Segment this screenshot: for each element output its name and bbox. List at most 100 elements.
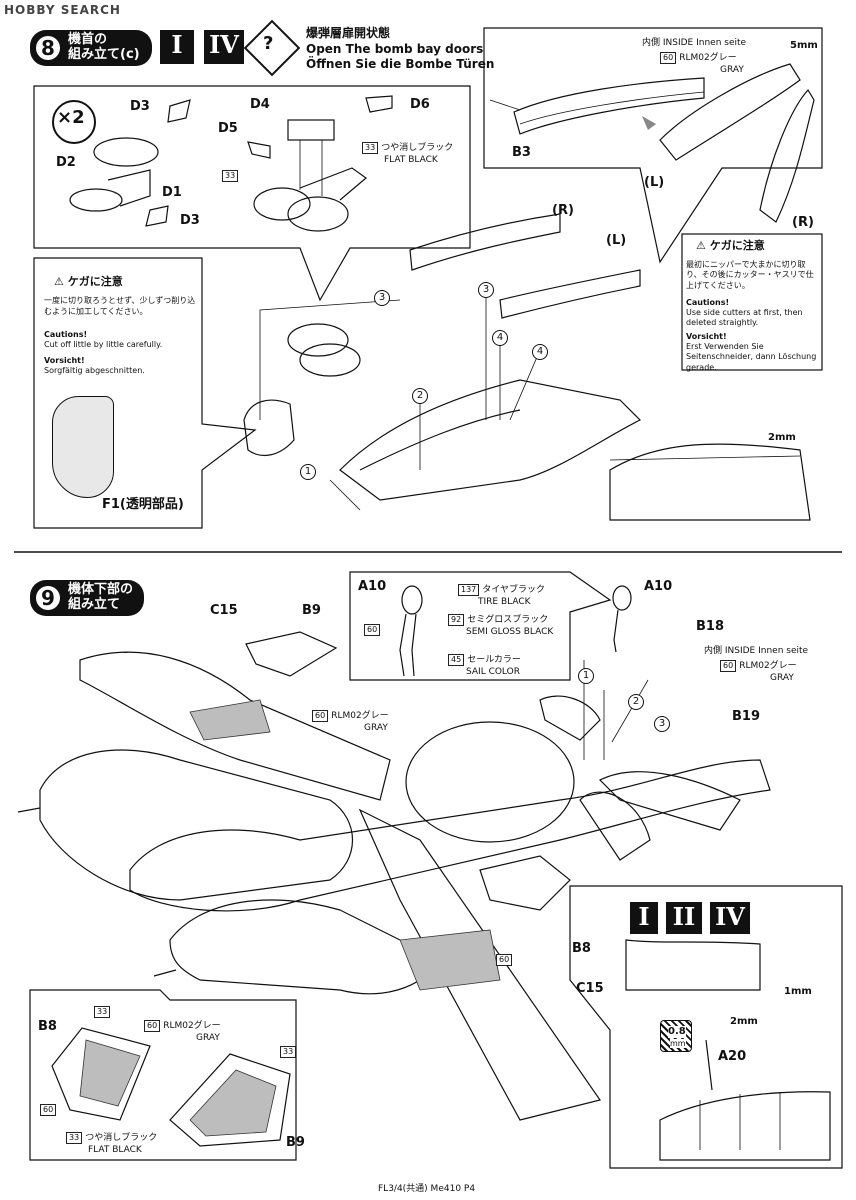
step-8-badge: 8 機首の 組み立て(c) [30, 30, 152, 66]
step-8-title-line2: 組み立て(c) [68, 47, 140, 62]
part-c15-top: C15 [210, 603, 238, 618]
step9-assembly-3: 3 [654, 716, 670, 732]
variant-roman-1: I [160, 30, 194, 64]
step-9-title-line2: 組み立て [68, 597, 121, 612]
assembly-step-3b: 3 [478, 282, 494, 298]
part-a10-main: A10 [644, 579, 673, 594]
caution-left-title: ⚠ ケガに注意 [54, 275, 123, 288]
inset-code-33-b: 33 [280, 1046, 299, 1058]
part-b8: B8 [572, 941, 591, 956]
part-d1: D1 [162, 185, 182, 200]
part-b18: B18 [696, 619, 724, 634]
inside-label: 内側 INSIDE Innen seite [642, 38, 747, 48]
canopy-part-label: F1(透明部品) [102, 497, 184, 512]
step-9-number: 9 [36, 586, 60, 610]
step-9-badge: 9 機体下部の 組み立て [30, 580, 144, 616]
caution-left-en-body: Cut off little by little carefully. [44, 340, 163, 349]
dim-5mm: 5mm [790, 40, 818, 51]
drill-size: 0.8 [668, 1026, 686, 1038]
bomb-bay-title-jp: 爆弾層扉開状態 [306, 26, 391, 40]
dim-1mm: 1mm [784, 986, 812, 997]
canopy-drawing [52, 396, 114, 498]
variant-roman-4-b: IV [710, 902, 750, 934]
variant-roman-2: II [666, 902, 702, 934]
part-b3: B3 [512, 145, 531, 160]
drill-unit: mm [670, 1039, 686, 1049]
caution-left-de-body: Sorgfältig abgeschnitten. [44, 366, 145, 375]
step9-inside-label: 内側 INSIDE Innen seite [704, 646, 809, 656]
assembly-step-2: 2 [412, 388, 428, 404]
caution-right-title: ⚠ ケガに注意 [696, 239, 765, 252]
part-d2: D2 [56, 155, 76, 170]
part-c15-lower: C15 [576, 981, 604, 996]
door-left-label: (L) [644, 175, 665, 190]
caution-left-en-title: Cautions! [44, 330, 88, 339]
bay-door-left-label: (L) [606, 233, 627, 248]
multiplier-text: ×2 [57, 107, 85, 128]
step9-assembly-1: 1 [578, 668, 594, 684]
part-d3-bottom: D3 [180, 213, 200, 228]
inset2-paint-en: GRAY [720, 65, 744, 75]
wheel-gray-code: 60 [364, 624, 383, 636]
paint-code-33-d5: 33 [222, 170, 241, 182]
variant-roman-1-b: I [630, 902, 658, 934]
wheel-part-a10: A10 [358, 579, 387, 594]
part-a20: A20 [718, 1049, 747, 1064]
assembly-step-1: 1 [300, 464, 316, 480]
inset-gray-paint-en: GRAY [196, 1033, 220, 1043]
tire-paint-en: TIRE BLACK [478, 597, 531, 607]
part-b9-top: B9 [302, 603, 321, 618]
caution-right-en-body: Use side cutters at first, then deleted … [686, 308, 803, 328]
multiplier-badge [52, 100, 96, 144]
question-icon: ? [263, 33, 274, 54]
part-d6: D6 [410, 97, 430, 112]
caution-right-de-body: Erst Verwenden Sie Seitenschneider, dann… [686, 342, 817, 372]
part-d4: D4 [250, 97, 270, 112]
assembly-step-4b: 4 [532, 344, 548, 360]
part-b19: B19 [732, 709, 760, 724]
assembly-step-3a: 3 [374, 290, 390, 306]
site-logo: HOBBY SEARCH [4, 3, 121, 17]
variant-roman-4: IV [204, 30, 244, 64]
step-8-title-line1: 機首の [68, 32, 108, 47]
lower-paint-code: 60 [496, 954, 515, 966]
caution-left-de-title: Vorsicht! [44, 356, 85, 365]
assembly-step-4a: 4 [492, 330, 508, 346]
semi-gloss-paint-en: SEMI GLOSS BLACK [466, 627, 554, 637]
inset-code-33-a: 33 [94, 1006, 113, 1018]
step9-assembly-2: 2 [628, 694, 644, 710]
step-9-title-line1: 機体下部の [68, 582, 134, 597]
wing-paint-en: GRAY [364, 723, 388, 733]
bomb-bay-title-de: Öffnen Sie die Bombe Türen [306, 57, 495, 71]
caution-right-de-title: Vorsicht! [686, 332, 727, 341]
paint-flat-black-en: FLAT BLACK [384, 155, 438, 165]
caution-right-en-title: Cautions! [686, 298, 730, 307]
part-d5: D5 [218, 121, 238, 136]
dim-2mm-step9: 2mm [730, 1016, 758, 1027]
door-right-label: (R) [792, 215, 814, 230]
step-8-number: 8 [36, 36, 60, 60]
sail-paint-en: SAIL COLOR [466, 667, 520, 677]
step9-inside-paint-en: GRAY [770, 673, 794, 683]
page-footer: FL3/4(共通) Me410 P4 [378, 1184, 476, 1194]
caution-right-jp: 最初にニッパーで大まかに切り取り、その後にカッター・ヤスリで仕上げてください。 [686, 260, 814, 290]
dim-2mm-step8: 2mm [768, 432, 796, 443]
inset-part-b9: B9 [286, 1135, 305, 1150]
caution-left-jp: 一度に切り取ろうとせず、少しずつ削り込むように加工してください。 [44, 296, 196, 316]
bomb-bay-title-en: Open The bomb bay doors [306, 42, 484, 56]
part-d3-top: D3 [130, 99, 150, 114]
inset-code-60: 60 [40, 1104, 59, 1116]
bay-door-right-label: (R) [552, 203, 574, 218]
inset-black-paint-en: FLAT BLACK [88, 1145, 142, 1155]
inset-part-b8: B8 [38, 1019, 57, 1034]
